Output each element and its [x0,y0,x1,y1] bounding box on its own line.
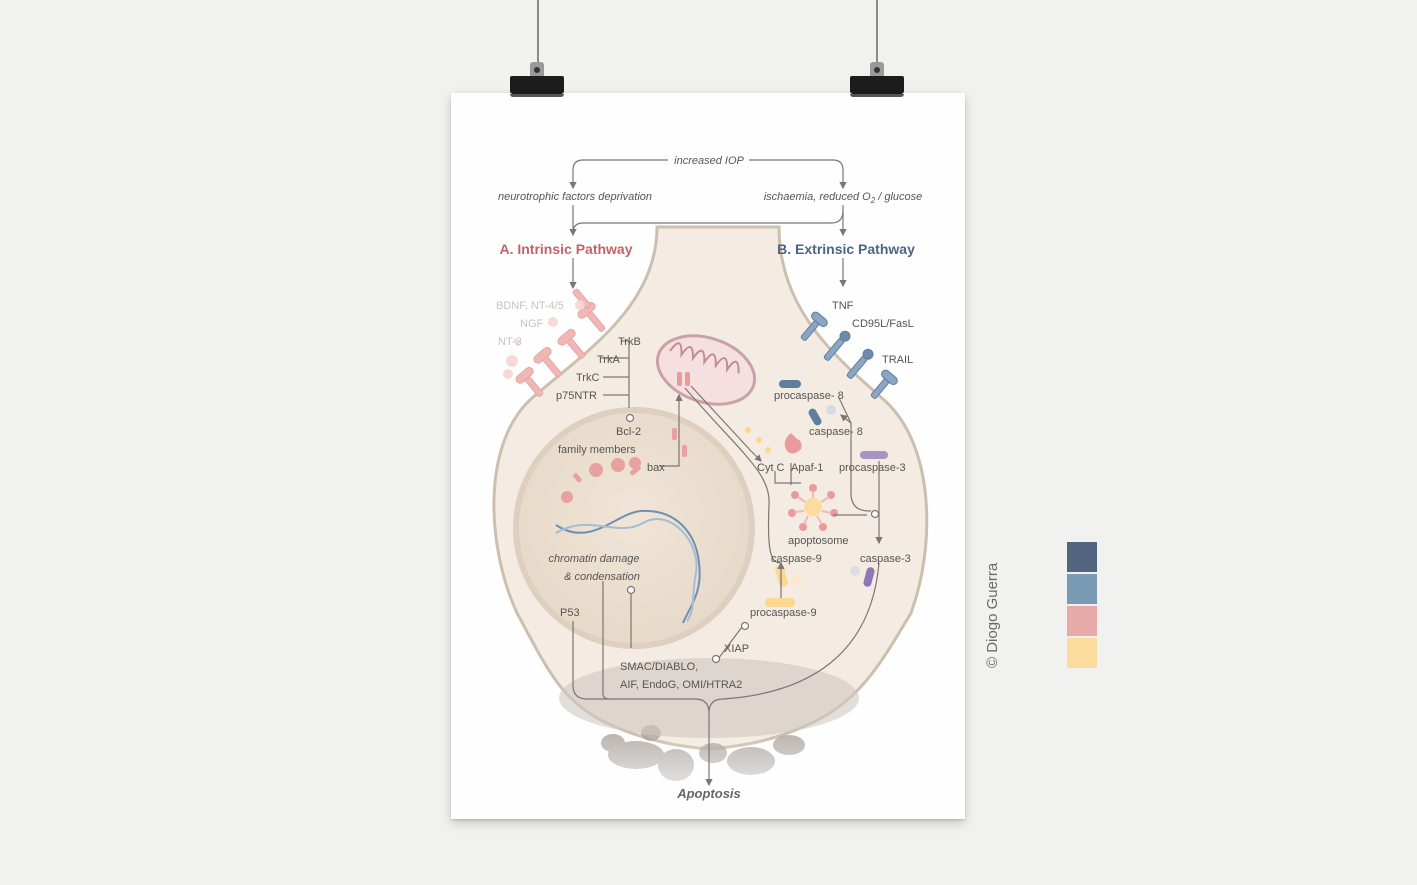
bax-channel-icon [677,372,690,386]
label-p53: P53 [560,607,580,619]
label-bcl2: Bcl-2 [616,426,641,438]
dna-helix-icon [555,509,701,624]
label-apaf1: Apaf-1 [791,462,823,474]
poster-sheet: increased IOP neurotrophic factors depri… [451,93,965,819]
apoptosome-icon [788,484,838,531]
label-family-members: family members [558,444,636,456]
label-cd95l: CD95L/FasL [852,318,914,330]
pathway-a-title: A. Intrinsic Pathway [499,241,632,257]
palette-swatch-3 [1067,606,1097,636]
procaspase-3-icon [860,451,888,459]
label-procaspase8: procaspase- 8 [774,390,844,402]
cytochrome-c-icons [745,427,771,453]
top-text: increased IOP [674,155,744,167]
label-trkb: TrkB [618,336,641,348]
apaf-1-icon [784,433,802,454]
palette-swatch-2 [1067,574,1097,604]
cell-base-shadow [559,658,859,738]
procaspase-9-icon [765,598,795,607]
cause-left: neurotrophic factors deprivation [498,191,652,203]
bcl2-family-icons [561,428,687,503]
label-smac-2: AIF, EndoG, OMI/HTRA2 [620,679,742,691]
palette-swatch-4 [1067,638,1097,668]
label-bdnf: BDNF, NT-4/5 [496,300,564,312]
hanging-wire-right [876,0,878,64]
label-chromatin-1: chromatin damage [548,553,639,565]
apoptosis-diagram: increased IOP neurotrophic factors depri… [451,155,965,819]
label-apoptosome: apoptosome [788,535,849,547]
label-caspase3: caspase-3 [860,553,911,565]
label-caspase8: caspase- 8 [809,426,863,438]
palette-swatch-1 [1067,542,1097,572]
label-ngf: NGF [520,318,544,330]
label-chromatin-2: & condensation [564,571,640,583]
procaspase-8-icon [779,380,801,388]
label-p75ntr: p75NTR [556,390,597,402]
author-credit: © Diogo Guerra [984,562,1001,668]
label-procaspase3: procaspase-3 [839,462,906,474]
label-tnf: TNF [832,300,854,312]
label-apoptosis: Apoptosis [676,786,741,801]
neurotrophin-ligand-icons [503,300,585,379]
label-trkc: TrkC [576,372,599,384]
label-smac-1: SMAC/DIABLO, [620,661,698,673]
label-bax: bax [647,462,665,474]
cause-right: ischaemia, reduced O2 / glucose [764,191,923,205]
mitochondrion-icon [655,334,757,406]
label-nt3: NT-3 [498,336,522,348]
pathway-b-title: B. Extrinsic Pathway [777,241,915,257]
label-xiap: XIAP [724,643,749,655]
caspase-8-icon [808,408,822,426]
death-receptor-icons [800,311,898,399]
label-cytc: Cyt C [757,462,785,474]
caspase-3-icon [863,567,875,587]
hanging-wire-left [537,0,539,64]
pathway-lines [569,159,883,787]
label-trka: TrkA [597,354,620,366]
label-procaspase9: procaspase-9 [750,607,817,619]
label-trail: TRAIL [882,354,913,366]
label-caspase9: caspase-9 [771,553,822,565]
